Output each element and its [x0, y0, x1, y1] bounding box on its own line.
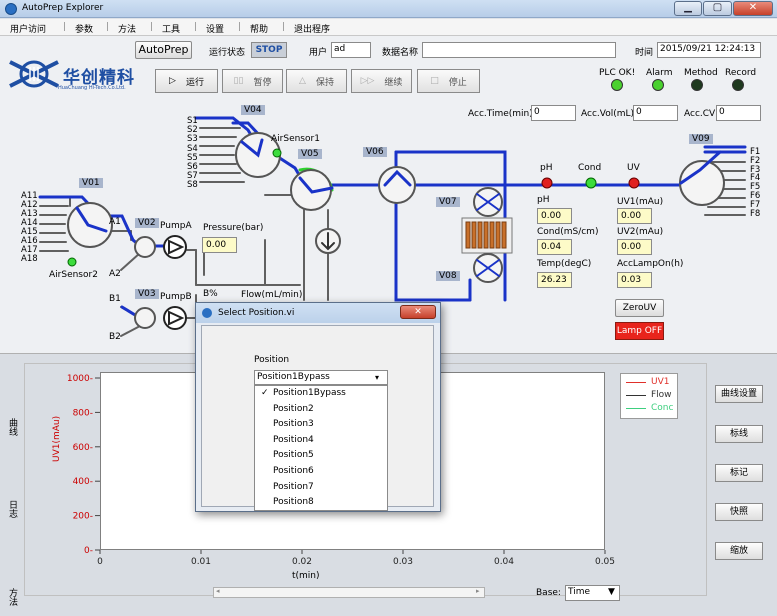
chart-scrollbar[interactable]: ◂ ▸ [213, 587, 485, 598]
x-tick-label: 0.03 [393, 557, 413, 567]
x-tick-label: 0.02 [292, 557, 312, 567]
dialog-body: Position Position1Bypass ▾ ✓Position1Byp… [201, 325, 434, 507]
legend-conc-swatch [626, 408, 646, 409]
y-tick-label: 0- [84, 546, 93, 556]
x-axis-label: t(min) [292, 571, 320, 581]
position-option[interactable]: Position3 [255, 417, 388, 433]
chevron-down-icon: ▼ [608, 586, 615, 599]
position-option[interactable]: Position4 [255, 433, 388, 449]
position-option[interactable]: Position8 [255, 495, 388, 511]
position-option[interactable]: Position6 [255, 464, 388, 480]
y-tick-label: 1000- [67, 374, 93, 384]
dialog-app-icon [202, 308, 212, 318]
legend-uv1: UV1 [626, 377, 672, 389]
mark-button[interactable]: 标记 [715, 464, 763, 482]
position-label: Position [254, 355, 289, 365]
position-select[interactable]: Position1Bypass ▾ [254, 370, 388, 385]
position-option[interactable]: Position7 [255, 480, 388, 496]
scroll-right-icon[interactable]: ▸ [476, 587, 480, 595]
x-tick-label: 0 [97, 557, 103, 567]
base-select[interactable]: Time ▼ [565, 585, 620, 601]
dialog-close-button[interactable]: ✕ [400, 305, 436, 319]
x-tick-label: 0.04 [494, 557, 514, 567]
dialog-title: Select Position.vi [218, 308, 294, 318]
position-option[interactable]: ✓Position1Bypass [255, 386, 388, 402]
y-tick-label: 400- [73, 477, 93, 487]
select-position-dialog: Select Position.vi ✕ Position Position1B… [195, 302, 441, 512]
curve-settings-button[interactable]: 曲线设置 [715, 385, 763, 403]
legend-flow-swatch [626, 395, 646, 396]
dialog-title-bar: Select Position.vi ✕ [196, 303, 440, 323]
y-tick-label: 200- [73, 512, 93, 522]
chart-legend: UV1 Flow Conc [620, 373, 678, 419]
zoom-button[interactable]: 缩放 [715, 542, 763, 560]
check-icon: ✓ [261, 386, 269, 401]
position-dropdown-list: ✓Position1BypassPosition2Position3Positi… [254, 385, 388, 511]
legend-conc: Conc [626, 403, 672, 415]
x-tick-label: 0.01 [191, 557, 211, 567]
position-option[interactable]: Position2 [255, 402, 388, 418]
y-tick-label: 800- [73, 408, 93, 418]
base-label: Base: [536, 588, 561, 598]
chevron-down-icon: ▾ [375, 371, 379, 384]
legend-uv1-swatch [626, 382, 646, 383]
position-option[interactable]: Position5 [255, 448, 388, 464]
marker-line-button[interactable]: 标线 [715, 425, 763, 443]
snapshot-button[interactable]: 快照 [715, 503, 763, 521]
legend-flow: Flow [626, 390, 672, 402]
x-tick-label: 0.05 [595, 557, 615, 567]
y-tick-label: 600- [73, 443, 93, 453]
scroll-left-icon[interactable]: ◂ [216, 587, 220, 595]
y-axis-label: UV1(mAu) [52, 416, 62, 462]
